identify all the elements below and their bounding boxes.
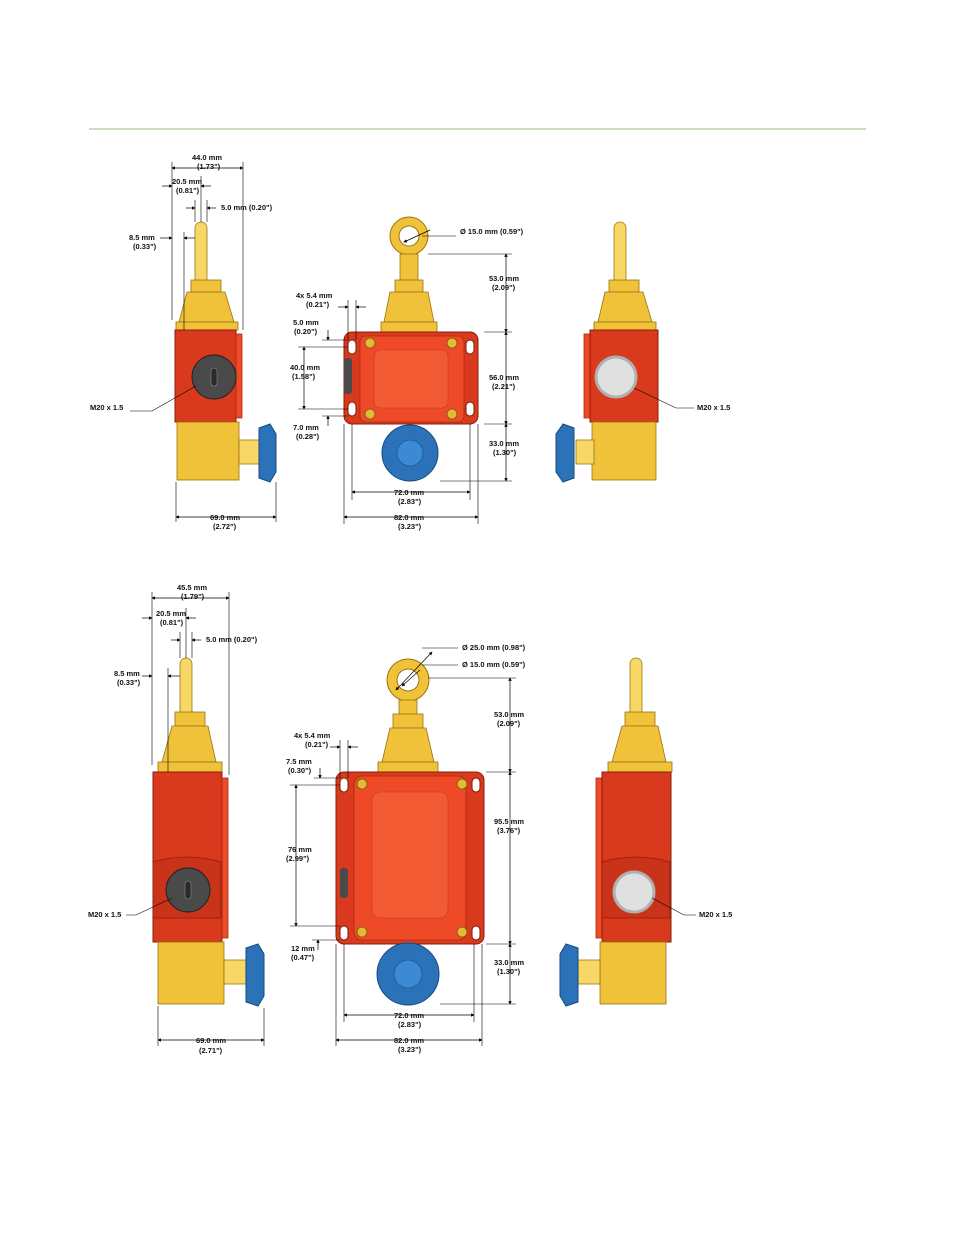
top-rear-view: M20 x 1.5 bbox=[555, 221, 730, 483]
dim-bottom-slot-size: 4x 5.4 mm bbox=[294, 731, 331, 740]
dim-bottom-head-height-in: (2.09") bbox=[497, 719, 521, 728]
dim-top-mount-spacing: 40.0 mm bbox=[290, 363, 320, 372]
top-front-view bbox=[343, 216, 479, 482]
dim-top-knob-height: 33.0 mm bbox=[489, 439, 519, 448]
dim-top-head-height: 53.0 mm bbox=[489, 274, 519, 283]
dim-bottom-mount-width-in: (2.83") bbox=[398, 1020, 422, 1029]
dim-bottom-shaft-dia-in: (0.33") bbox=[117, 678, 141, 687]
bottom-side-thread-label: M20 x 1.5 bbox=[88, 910, 121, 919]
dim-top-side-width: 44.0 mm bbox=[192, 153, 222, 162]
dim-bottom-slot-offset-in: (0.30") bbox=[288, 766, 312, 775]
dim-bottom-shaft-width: 5.0 mm (0.20") bbox=[206, 635, 258, 644]
dim-bottom-mount-spacing-in: (2.99") bbox=[286, 854, 310, 863]
bottom-rear-view: M20 x 1.5 bbox=[559, 657, 732, 1007]
top-front-dims: Ø 15.0 mm (0.59") 53.0 mm (2.09") 56.0 m… bbox=[290, 227, 524, 531]
dim-bottom-side-width: 45.5 mm bbox=[177, 583, 207, 592]
dim-bottom-slot-size-in: (0.21") bbox=[305, 740, 329, 749]
dim-bottom-overall-width-in: (3.23") bbox=[398, 1045, 422, 1054]
dim-top-mount-spacing-in: (1.58") bbox=[292, 372, 316, 381]
dim-top-shaft-offset-in: (0.81") bbox=[176, 186, 200, 195]
dim-top-body-height-in: (2.21") bbox=[492, 382, 516, 391]
bottom-drawing: M20 x 1.5 45.5 mm (1.79") 20.5 mm (0.81"… bbox=[88, 583, 732, 1055]
dim-top-overall-width-in: (3.23") bbox=[398, 522, 422, 531]
dim-top-ring-dia: Ø 15.0 mm (0.59") bbox=[460, 227, 524, 236]
top-side-view: M20 x 1.5 bbox=[90, 221, 277, 483]
dim-top-bottom-offset: 7.0 mm bbox=[293, 423, 319, 432]
dim-bottom-shaft-offset-in: (0.81") bbox=[160, 618, 184, 627]
dim-top-shaft-width: 5.0 mm (0.20") bbox=[221, 203, 273, 212]
dim-bottom-bottom-offset: 12 mm bbox=[291, 944, 315, 953]
header-rule bbox=[89, 128, 866, 130]
dim-top-shaft-offset: 20.5 mm bbox=[172, 177, 202, 186]
dim-bottom-knob-height: 33.0 mm bbox=[494, 958, 524, 967]
dim-top-slot-offset-in: (0.20") bbox=[294, 327, 318, 336]
dim-top-bottom-offset-in: (0.28") bbox=[296, 432, 320, 441]
dim-top-depth: 69.0 mm bbox=[210, 513, 240, 522]
reset-knob bbox=[258, 423, 277, 483]
dim-bottom-depth: 69.0 mm bbox=[196, 1036, 226, 1045]
dim-bottom-mount-width: 72.0 mm bbox=[394, 1011, 424, 1020]
dim-bottom-bottom-offset-in: (0.47") bbox=[291, 953, 315, 962]
dim-top-slot-size-in: (0.21") bbox=[306, 300, 330, 309]
bottom-side-dims: 45.5 mm (1.79") 20.5 mm (0.81") 5.0 mm (… bbox=[114, 583, 265, 1055]
top-side-thread-label: M20 x 1.5 bbox=[90, 403, 123, 412]
dim-bottom-body-height-in: (3.76") bbox=[497, 826, 521, 835]
bottom-front-view bbox=[335, 658, 485, 1006]
dim-top-mount-width-in: (2.83") bbox=[398, 497, 422, 506]
dim-top-shaft-dia-in: (0.33") bbox=[133, 242, 157, 251]
top-rear-plug bbox=[594, 355, 638, 399]
dim-top-slot-size: 4x 5.4 mm bbox=[296, 291, 333, 300]
dim-top-body-height: 56.0 mm bbox=[489, 373, 519, 382]
top-drawing: M20 x 1.5 44.0 mm (1.73") 20.5 mm (0.81"… bbox=[90, 153, 730, 531]
dim-bottom-side-width-in: (1.79") bbox=[181, 592, 205, 601]
top-side-dims: 44.0 mm (1.73") 20.5 mm (0.81") 5.0 mm (… bbox=[129, 153, 277, 531]
dim-top-depth-in: (2.72") bbox=[213, 522, 237, 531]
bottom-side-view: M20 x 1.5 bbox=[88, 657, 265, 1007]
top-rear-thread-label: M20 x 1.5 bbox=[697, 403, 730, 412]
dim-bottom-body-height: 95.5 mm bbox=[494, 817, 524, 826]
dim-top-shaft-dia: 8.5 mm bbox=[129, 233, 155, 242]
dim-top-mount-width: 72.0 mm bbox=[394, 488, 424, 497]
dim-bottom-ring-inner: Ø 15.0 mm (0.59") bbox=[462, 660, 526, 669]
dim-bottom-depth-in: (2.71") bbox=[199, 1046, 223, 1055]
dim-bottom-mount-spacing: 76 mm bbox=[288, 845, 312, 854]
dim-top-slot-offset: 5.0 mm bbox=[293, 318, 319, 327]
dim-bottom-overall-width: 82.0 mm bbox=[394, 1036, 424, 1045]
bottom-rear-thread-label: M20 x 1.5 bbox=[699, 910, 732, 919]
dim-top-knob-height-in: (1.30") bbox=[493, 448, 517, 457]
dim-top-head-height-in: (2.09") bbox=[492, 283, 516, 292]
dim-bottom-knob-height-in: (1.30") bbox=[497, 967, 521, 976]
dim-bottom-ring-outer: Ø 25.0 mm (0.98") bbox=[462, 643, 526, 652]
dim-bottom-shaft-dia: 8.5 mm bbox=[114, 669, 140, 678]
dim-top-side-width-in: (1.73") bbox=[197, 162, 221, 171]
dim-bottom-slot-offset: 7.5 mm bbox=[286, 757, 312, 766]
bottom-front-dims: Ø 25.0 mm (0.98") Ø 15.0 mm (0.59") 53.0… bbox=[286, 643, 526, 1054]
dim-bottom-head-height: 53.0 mm bbox=[494, 710, 524, 719]
dim-bottom-shaft-offset: 20.5 mm bbox=[156, 609, 186, 618]
dim-top-overall-width: 82.0 mm bbox=[394, 513, 424, 522]
